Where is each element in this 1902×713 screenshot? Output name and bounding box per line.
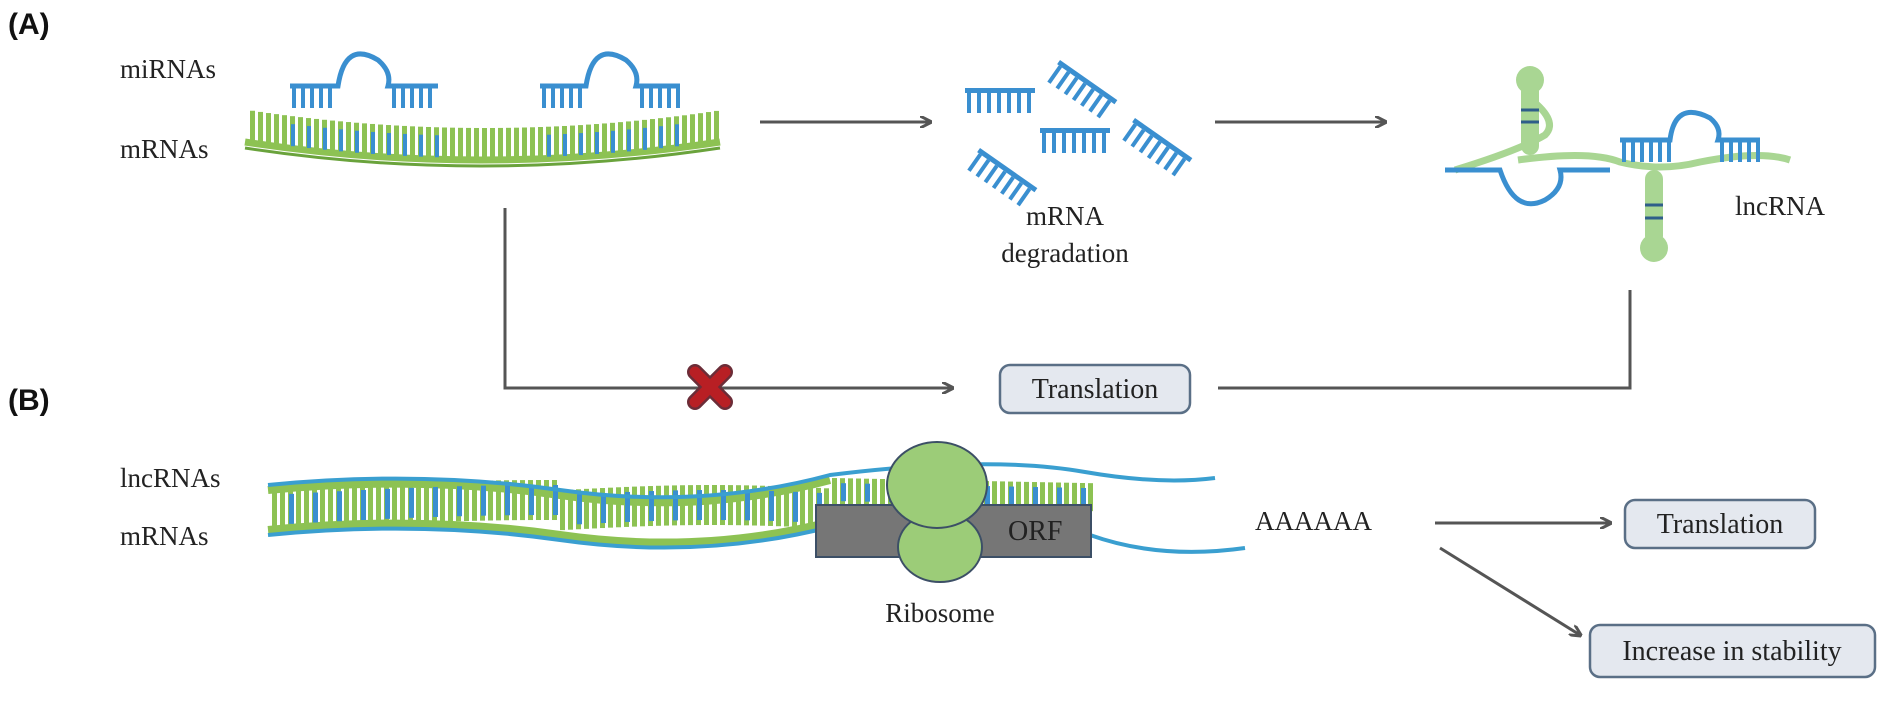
translation-box-a: Translation: [998, 363, 1192, 415]
panel-a-label: (A): [8, 8, 50, 41]
mirna-hairpin-1: [290, 51, 438, 108]
mirna-mrna-duplex-a: [244, 51, 721, 168]
mrnas-label-b: mRNAs: [120, 521, 209, 551]
red-x-icon: [687, 364, 733, 410]
panel-b-label: (B): [8, 384, 50, 417]
degradation-label-line1: mRNA: [1026, 201, 1105, 231]
ribosome-label: Ribosome: [885, 598, 995, 628]
degradation-label-line2: degradation: [1001, 238, 1129, 268]
lncrna-mrna-duplex-b: [267, 462, 1246, 554]
translation-box-b: Translation: [1623, 498, 1817, 550]
lncrna-sponge: [1445, 66, 1792, 262]
mrnas-label: mRNAs: [120, 134, 209, 164]
lncrnas-label: lncRNAs: [120, 463, 221, 493]
arrow-to-stability: [1439, 546, 1580, 635]
lncrna-label: lncRNA: [1735, 191, 1825, 221]
translation-path-arrow: [503, 208, 952, 388]
ribosome: [886, 441, 988, 583]
degraded-mrna-fragments: [965, 60, 1193, 207]
svg-text:ORF: ORF: [1008, 516, 1062, 547]
svg-text:Translation: Translation: [1032, 374, 1159, 405]
mirnas-label: miRNAs: [120, 54, 216, 84]
svg-text:Increase in stability: Increase in stability: [1622, 636, 1841, 667]
lncrna-to-translation-line: [1218, 290, 1632, 390]
svg-text:Translation: Translation: [1657, 509, 1784, 540]
stability-box: Increase in stability: [1588, 623, 1877, 679]
polya-tail-label: AAAAAA: [1255, 506, 1372, 536]
mirna-hairpin-2: [540, 51, 680, 108]
